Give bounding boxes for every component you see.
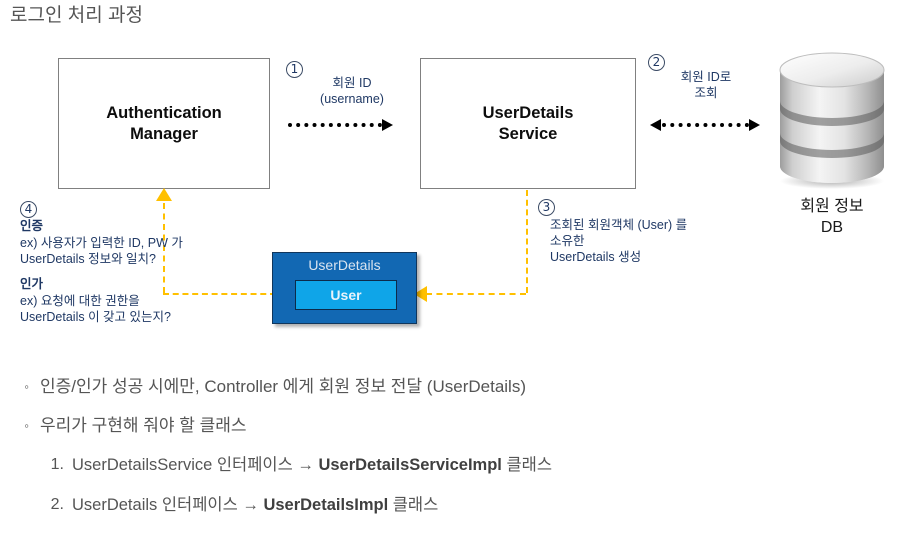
numbered-marker: 2. <box>50 496 64 513</box>
step-3-annotation: 3 조회된 회원객체 (User) 를 소유한 UserDetails 생성 <box>538 198 768 265</box>
userdetails-service-box: UserDetails Service <box>420 58 636 189</box>
step-3-text: 조회된 회원객체 (User) 를 소유한 UserDetails 생성 <box>550 218 688 264</box>
userdetails-object-box: UserDetails User <box>272 252 417 324</box>
numbered-text: UserDetailsService 인터페이스 → UserDetailsSe… <box>72 452 552 478</box>
user-object-box: User <box>295 280 397 310</box>
step-3-number: 3 <box>538 199 555 216</box>
database-label: 회원 정보 DB <box>800 198 864 236</box>
numbered-text-suffix: 클래스 <box>501 456 553 474</box>
authentication-manager-box: Authentication Manager <box>58 58 270 189</box>
step-4-heading-authentication: 인증 <box>20 219 44 233</box>
arrow-track <box>288 123 382 127</box>
user-object-label: User <box>330 287 362 303</box>
numbered-text-prefix: UserDetailsService 인터페이스 → <box>72 456 319 474</box>
userdetails-service-label: UserDetails Service <box>482 103 574 143</box>
numbered-text-suffix: 클래스 <box>388 496 439 514</box>
arrow-service-to-db <box>650 119 762 131</box>
orange-path-horizontal-left <box>163 293 276 295</box>
page-title: 로그인 처리 과정 <box>10 5 143 26</box>
step-1-text: 회원 ID (username) <box>320 76 384 106</box>
bullet-marker: ◦ <box>24 379 29 394</box>
arrowhead-right-icon <box>382 119 393 131</box>
step-2-text: 회원 ID로 조회 <box>680 70 732 100</box>
arrow-username-to-service <box>288 119 396 131</box>
authentication-manager-label: Authentication Manager <box>106 103 222 143</box>
database-cylinder-icon <box>772 48 892 190</box>
list-item: ◦ 인증/인가 성공 시에만, Controller 에게 회원 정보 전달 (… <box>0 374 919 400</box>
step-4-body-authorization: ex) 요청에 대한 권한을 UserDetails 이 갖고 있는지? <box>20 294 171 324</box>
step-4-body-authentication: ex) 사용자가 입력한 ID, PW 가 UserDetails 정보와 일치… <box>20 236 183 266</box>
numbered-text: UserDetails 인터페이스 → UserDetailsImpl 클래스 <box>72 492 438 518</box>
step-1-annotation: 1 회원 ID (username) <box>286 60 406 107</box>
orange-path-horizontal-right <box>426 293 526 295</box>
numbered-text-prefix: UserDetails 인터페이스 → <box>72 496 264 514</box>
step-4-block-authentication: 인증 ex) 사용자가 입력한 ID, PW 가 UserDetails 정보와… <box>20 218 270 267</box>
step-4-block-authorization: 인가 ex) 요청에 대한 권한을 UserDetails 이 갖고 있는지? <box>20 276 270 325</box>
step-1-number: 1 <box>286 61 303 78</box>
numbered-list-item: 1. UserDetailsService 인터페이스 → UserDetail… <box>38 452 919 478</box>
orange-arrowhead-up-icon <box>156 188 172 201</box>
step-4-heading-authorization: 인가 <box>20 277 44 291</box>
orange-path-vertical-left <box>163 203 165 293</box>
bullet-text: 우리가 구현해 줘야 할 클래스 <box>40 416 247 435</box>
userdetails-object-title: UserDetails <box>308 257 381 273</box>
numbered-text-bold: UserDetailsImpl <box>263 496 389 514</box>
orange-path-vertical-right <box>526 190 528 293</box>
list-item: ◦ 우리가 구현해 줘야 할 클래스 <box>0 413 919 439</box>
arrow-track <box>662 123 749 127</box>
numbered-list-item: 2. UserDetails 인터페이스 → UserDetailsImpl 클… <box>38 492 919 518</box>
step-4-number: 4 <box>20 201 37 218</box>
step-2-number: 2 <box>648 54 665 71</box>
arrowhead-right-icon <box>749 119 760 131</box>
numbered-text-bold: UserDetailsServiceImpl <box>318 456 502 474</box>
bullet-text: 인증/인가 성공 시에만, Controller 에게 회원 정보 전달 (Us… <box>40 377 526 396</box>
step-2-annotation: 2 회원 ID로 조회 <box>648 53 758 101</box>
numbered-marker: 1. <box>50 456 64 473</box>
step-4-annotation: 4 인증 ex) 사용자가 입력한 ID, PW 가 UserDetails 정… <box>20 200 270 325</box>
member-info-database: 회원 정보 DB <box>772 48 892 238</box>
notes-list: ◦ 인증/인가 성공 시에만, Controller 에게 회원 정보 전달 (… <box>0 374 919 532</box>
bullet-marker: ◦ <box>24 418 29 433</box>
arrowhead-left-icon <box>650 119 661 131</box>
orange-arrowhead-left-icon <box>414 286 427 302</box>
